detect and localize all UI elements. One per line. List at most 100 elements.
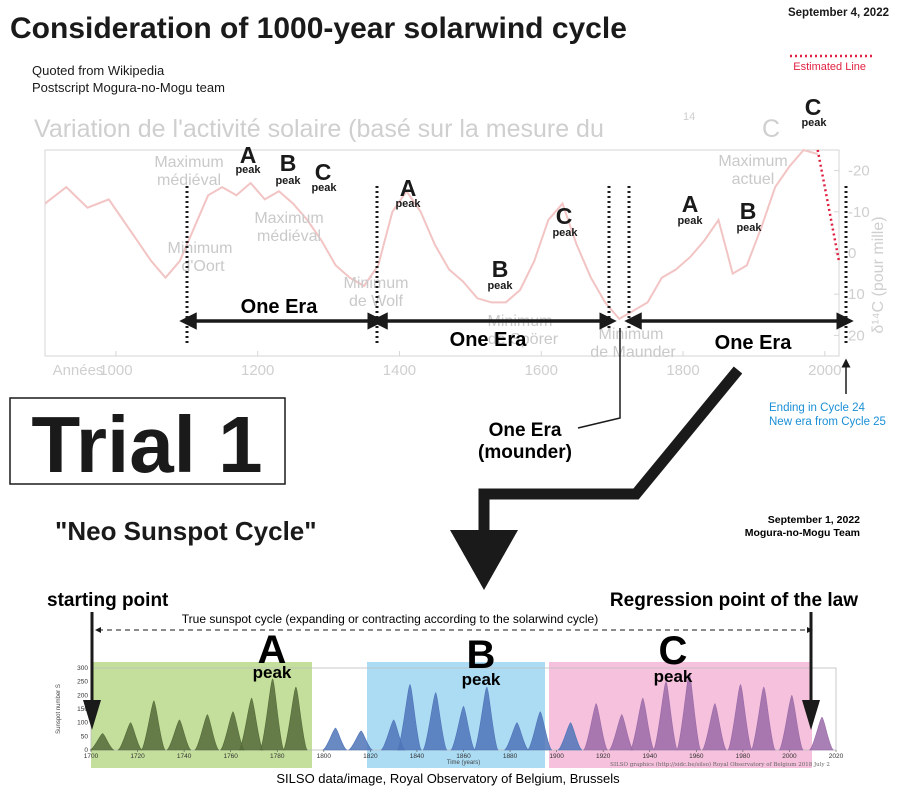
sunspot-x-tick-label: 1800 <box>317 753 332 760</box>
sunspot-y-tick-label: 300 <box>77 665 88 672</box>
peak-letter-c1: C <box>315 159 332 185</box>
estimated-line-legend-label: Estimated Line <box>793 61 866 73</box>
sunspot-y-title: Sunspot number S <box>56 684 62 734</box>
starting-point-label: starting point <box>47 590 169 611</box>
sunspot-cycle-area <box>583 703 609 751</box>
peak-sub-a3: peak <box>677 215 703 227</box>
sunspot-cycle-area <box>89 733 115 751</box>
peak-letter-a2: A <box>400 175 417 201</box>
anno-actuel: actuel <box>732 171 775 188</box>
sunspot-cycle-area <box>629 697 655 751</box>
sunspot-cycle-area <box>322 727 348 751</box>
sunspot-areas <box>89 673 834 751</box>
sunspot-y-tick-label: 250 <box>77 679 88 686</box>
mounder-era-sublabel: (mounder) <box>478 442 572 463</box>
anno-maximum-2: Maximum <box>254 210 323 227</box>
x-tick-label: 1400 <box>383 362 416 379</box>
ghost-title-c: C <box>762 115 780 143</box>
sunspot-y-tick-label: 50 <box>81 733 89 740</box>
anno-medieval-1: médiéval <box>157 172 221 189</box>
era-label-3: One Era <box>715 332 793 354</box>
sunspot-cycle-area <box>396 684 422 751</box>
peak-sub-a1: peak <box>235 164 261 176</box>
sunspot-x-tick-label: 1700 <box>84 753 99 760</box>
y-tick-label: 20 <box>848 327 865 344</box>
neo-title: "Neo Sunspot Cycle" <box>55 516 317 546</box>
anno-maximum-1: Maximum <box>154 154 223 171</box>
peak-sub-c1: peak <box>311 182 337 194</box>
regression-arrow-head <box>802 700 820 730</box>
sunspot-x-tick-label: 1940 <box>643 753 658 760</box>
sunspot-cycle-area <box>676 673 702 751</box>
peak-sub-b1: peak <box>275 175 301 187</box>
mounder-callout-line <box>577 328 621 429</box>
sunspot-cycle-area <box>473 686 499 751</box>
zone-c-peak: peak <box>654 667 693 686</box>
era-label-1: One Era <box>241 296 319 318</box>
sunspot-x-tick-label: 1920 <box>596 753 611 760</box>
sunspot-x-tick-label: 1720 <box>130 753 145 760</box>
true-cycle-label: True sunspot cycle (expanding or contrac… <box>182 612 598 626</box>
sunspot-x-tick-label: 1980 <box>736 753 751 760</box>
anno-maunder: de Maunder <box>590 344 676 361</box>
regression-point-label: Regression point of the law <box>610 590 858 611</box>
anno-maximum-actuel: Maximum <box>718 153 787 170</box>
zone-a-letter: A <box>258 628 287 672</box>
ghost-chart-title: Variation de l'activité solaire (basé su… <box>34 115 604 143</box>
postscript-credit: Postscript Mogura-no-Mogu team <box>32 80 225 95</box>
trial-box <box>9 397 286 485</box>
x-tick-label: 1800 <box>666 362 699 379</box>
peak-letter-c2: C <box>556 203 573 229</box>
x-tick-label: 1600 <box>525 362 558 379</box>
ending-note-2: New era from Cycle 25 <box>769 416 886 428</box>
sunspot-x-tick-label: 2020 <box>829 753 844 760</box>
connector-arrow-head <box>450 530 518 590</box>
sunspot-x-tick-label: 1880 <box>503 753 518 760</box>
sunspot-x-tick-label: 1860 <box>456 753 471 760</box>
sunspot-x-tick-label: 1900 <box>549 753 564 760</box>
x-tick-label: 1200 <box>241 362 274 379</box>
ending-note-1: Ending in Cycle 24 <box>769 402 865 414</box>
sunspot-x-tick-label: 2000 <box>782 753 797 760</box>
ghost-title-superscript: 14 <box>683 111 695 123</box>
sunspot-cycle-area <box>238 697 264 751</box>
sunspot-cycle-area <box>608 714 634 751</box>
sunspot-x-title: Time (years) <box>447 760 480 766</box>
sunspot-x-tick-label: 1740 <box>177 753 192 760</box>
sunspot-cycle-area <box>701 703 727 751</box>
sunspot-x-tick-label: 1960 <box>689 753 704 760</box>
sunspot-cycle-area <box>778 694 804 751</box>
page-title: Consideration of 1000-year solarwind cyc… <box>10 12 627 45</box>
x-tick-label: 2000 <box>808 362 841 379</box>
peak-sub-a2: peak <box>395 198 421 210</box>
source-credit: SILSO data/image, Royal Observatory of B… <box>276 771 620 786</box>
peak-sub-c2: peak <box>552 227 578 239</box>
sunspot-cycle-area <box>348 730 373 751</box>
peak-letter-b2: B <box>492 256 509 282</box>
solar-activity-chart: Variation de l'activité solaire (basé su… <box>34 94 887 463</box>
sunspot-cycle-area <box>808 716 834 751</box>
sunspot-x-tick-label: 1840 <box>410 753 425 760</box>
sunspot-cycle-area <box>117 722 143 751</box>
sunspot-y-tick-label: 0 <box>84 747 88 754</box>
peak-letter-c3: C <box>805 94 822 120</box>
neo-team: Mogura-no-Mogu Team <box>745 527 860 539</box>
zone-a-peak: peak <box>253 663 292 682</box>
zone-b-letter: B <box>467 633 496 677</box>
y-tick-label: 0 <box>848 245 856 262</box>
y-tick-label: 10 <box>848 286 865 303</box>
neo-date: September 1, 2022 <box>768 514 860 526</box>
estimated-line <box>816 149 841 262</box>
zone-c-letter: C <box>659 629 688 673</box>
sunspot-y-tick-label: 100 <box>77 720 88 727</box>
date-top: September 4, 2022 <box>788 7 889 19</box>
era-label-2: One Era <box>450 329 528 351</box>
peak-letter-b3: B <box>740 198 757 224</box>
sunspot-x-tick-label: 1760 <box>223 753 238 760</box>
peak-letter-a1: A <box>240 142 257 168</box>
sunspot-cycle-area <box>166 719 192 751</box>
sunspot-cycle-area <box>652 681 678 751</box>
sunspot-cycle-area <box>259 678 285 751</box>
